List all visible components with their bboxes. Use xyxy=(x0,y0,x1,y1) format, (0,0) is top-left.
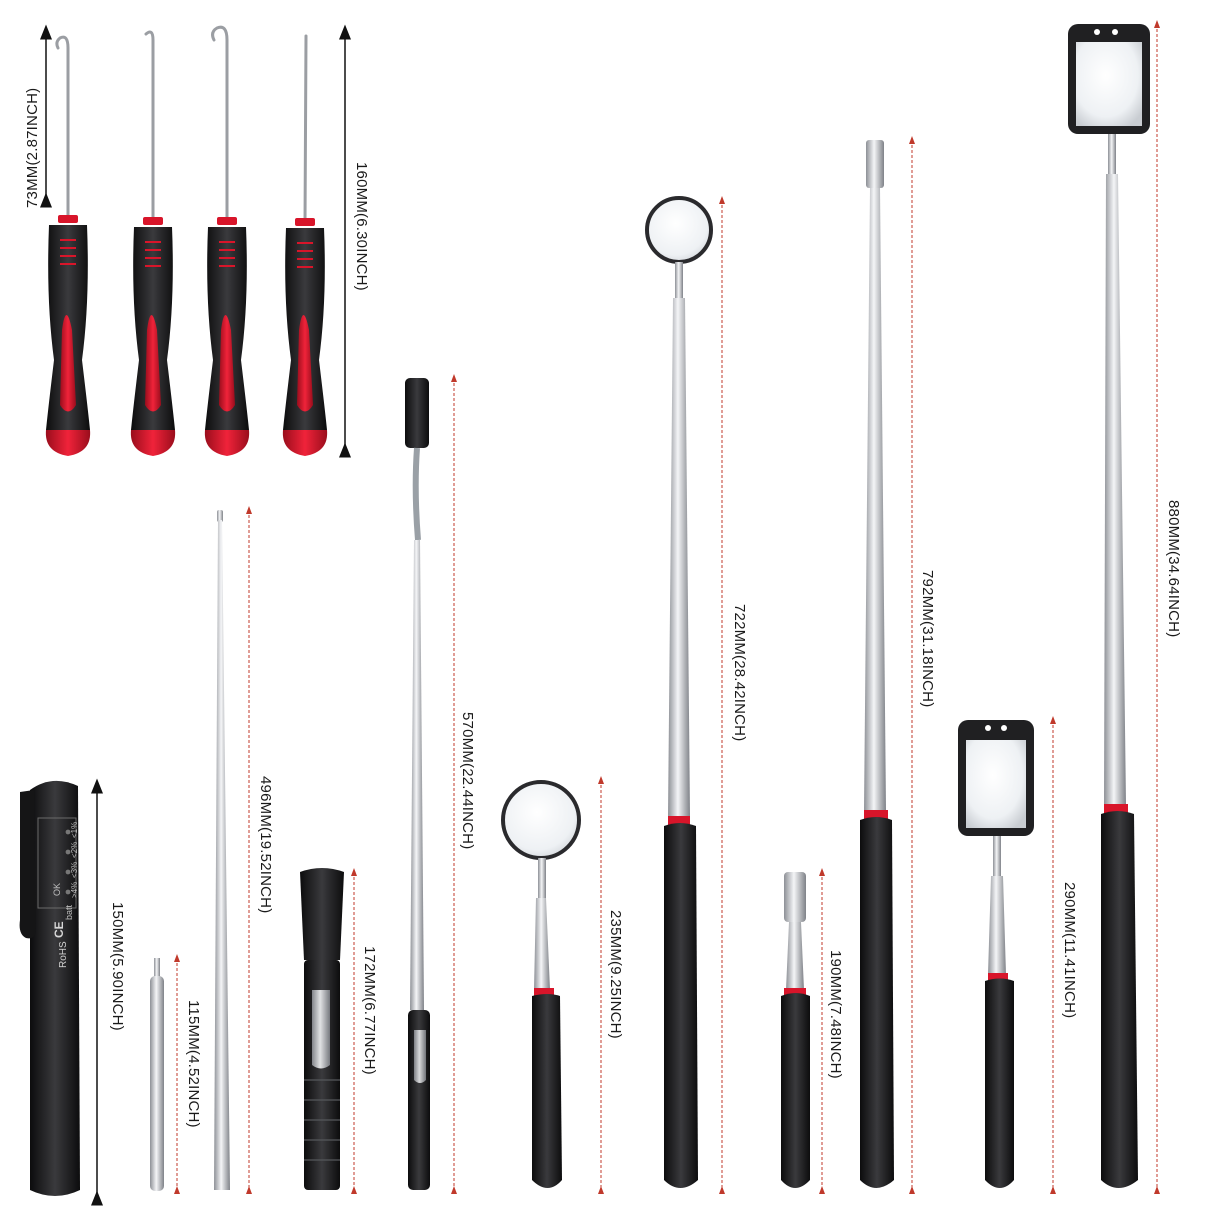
tester-ok-label: OK xyxy=(52,882,62,896)
pick-4-handle xyxy=(282,218,328,456)
magnet-pickup-long xyxy=(860,136,915,1194)
round-mirror-small xyxy=(501,776,604,1194)
tester-scale-4: >4% xyxy=(70,881,79,898)
magnet-pickup-small xyxy=(781,868,825,1194)
led-mirror-small xyxy=(958,716,1056,1194)
round-mirror-long xyxy=(645,196,725,1194)
telescopic-flashlight xyxy=(300,868,357,1194)
flexible-led-pickup xyxy=(405,374,457,1194)
tester-rohs-mark: RoHS xyxy=(58,941,69,968)
thin-pickup-label: 496MM(19.52INCH) xyxy=(257,776,274,914)
pick-set xyxy=(40,24,351,458)
brake-fluid-tester xyxy=(19,778,103,1206)
tester-batt-label: batt xyxy=(64,904,74,920)
long-round-mirror-label: 722MM(28.42INCH) xyxy=(731,604,748,742)
pick-handles xyxy=(45,215,328,456)
flexible-pickup-label: 570MM(22.44INCH) xyxy=(459,712,476,850)
tester-ce-mark: CE xyxy=(52,921,66,938)
long-led-mirror-label: 880MM(34.64INCH) xyxy=(1165,500,1182,638)
pick-3-handle xyxy=(204,217,250,456)
pick-3-shaft xyxy=(211,25,229,224)
tester-length-label: 150MM(5.90INCH) xyxy=(109,902,126,1031)
pen-magnet-small xyxy=(150,954,180,1194)
small-led-mirror-label: 290MM(11.41INCH) xyxy=(1061,882,1078,1019)
pick-1-shaft xyxy=(55,35,70,222)
flashlight-label: 172MM(6.77INCH) xyxy=(361,946,378,1075)
led-mirror-long xyxy=(1068,20,1160,1194)
small-pen-magnet-label: 115MM(4.52INCH) xyxy=(185,1000,202,1128)
pick-1-handle xyxy=(45,215,91,456)
long-magnet-pickup-label: 792MM(31.18INCH) xyxy=(919,570,936,708)
small-magnet-pickup-label: 190MM(7.48INCH) xyxy=(827,950,844,1079)
pick-4-shaft xyxy=(303,34,308,226)
tester-scale-3: <3% xyxy=(70,861,79,878)
pick-2-shaft xyxy=(144,30,155,224)
tester-print xyxy=(65,829,71,895)
thin-telescopic-pickup xyxy=(214,506,252,1194)
small-round-mirror-label: 235MM(9.25INCH) xyxy=(607,910,624,1039)
tester-scale-2: <2% xyxy=(70,841,79,858)
tester-scale-1: <1% xyxy=(70,821,79,838)
pick-length-label: 160MM(6.30INCH) xyxy=(353,162,370,291)
pick-2-handle xyxy=(130,217,176,456)
hook-length-label: 73MM(2.87INCH) xyxy=(24,87,41,208)
